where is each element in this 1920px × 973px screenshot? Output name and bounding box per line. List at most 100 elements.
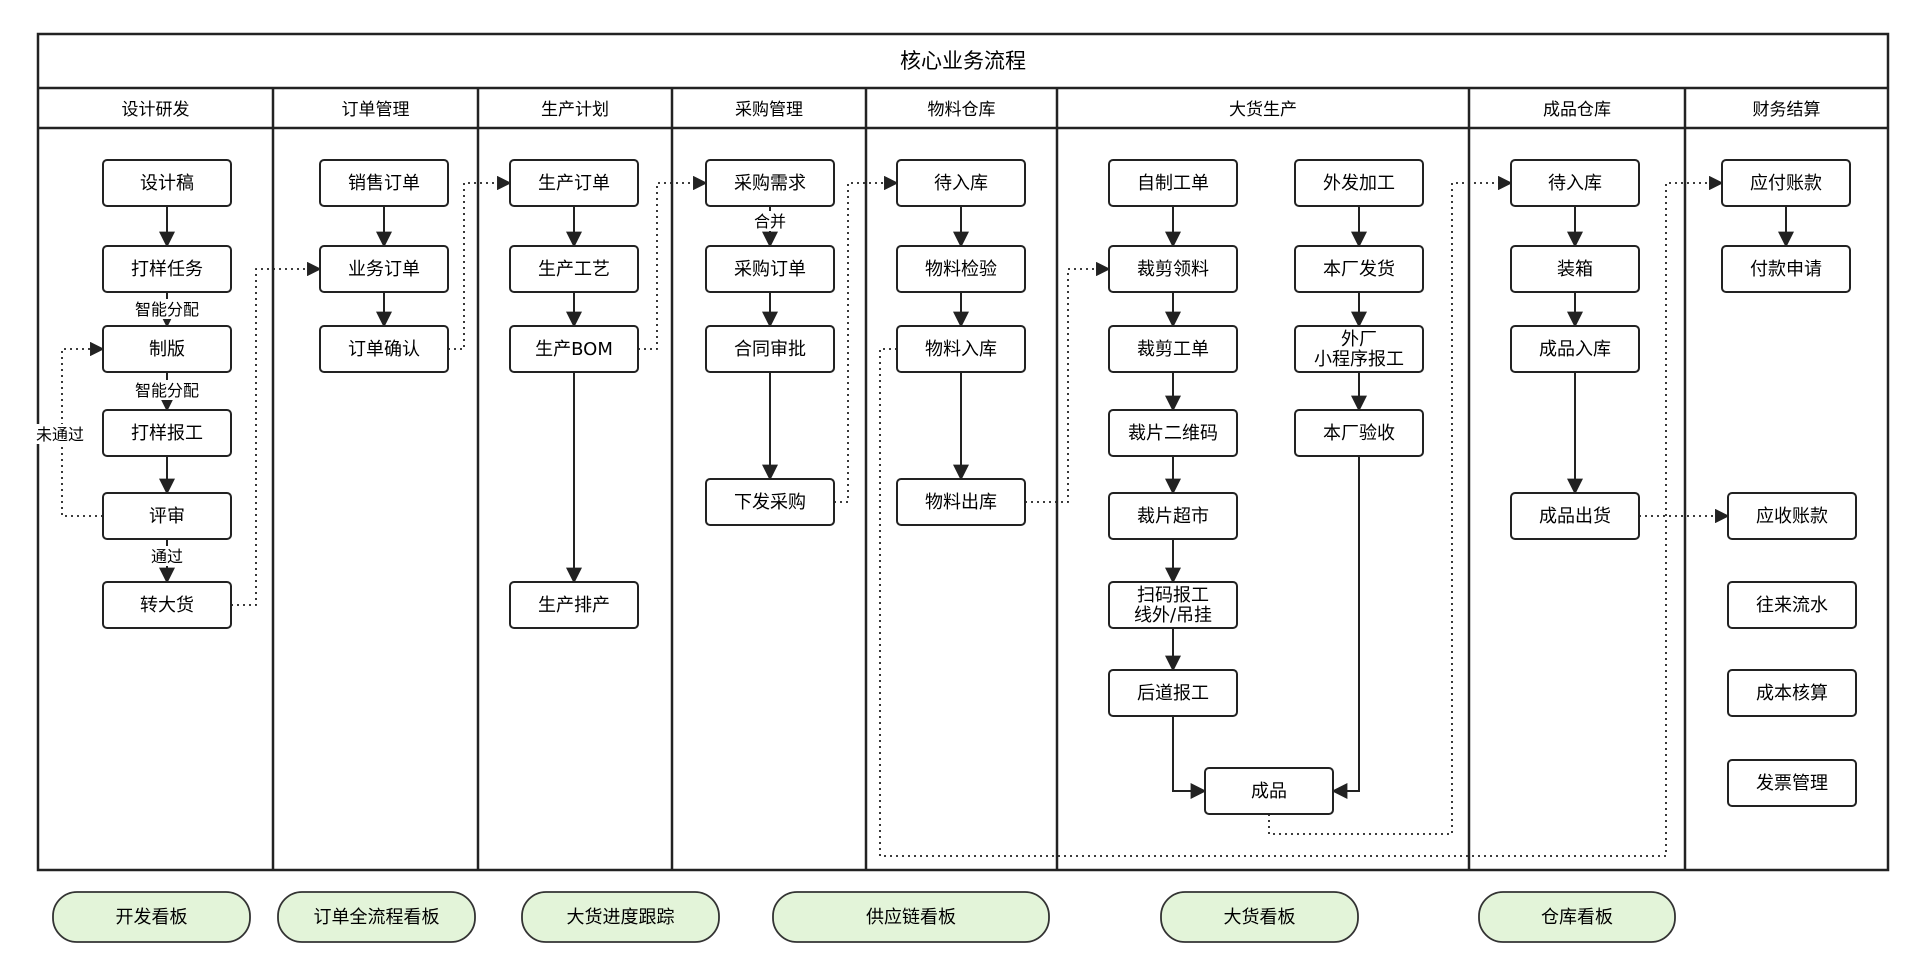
node-label: 发票管理 [1756, 773, 1828, 794]
lane-header-bulk: 大货生产 [1229, 100, 1297, 120]
dotted-connector [1268, 175, 1513, 835]
node-box [896, 159, 1026, 207]
flow-node-d1: 设计稿 [102, 159, 232, 207]
node-box [319, 325, 449, 373]
flow-node-d3: 制版 [102, 325, 232, 373]
lane-header-plan: 生产计划 [541, 100, 609, 120]
node-box [1727, 492, 1857, 540]
node-box [705, 245, 835, 293]
node-box [1108, 245, 1238, 293]
dashboard-bulk-button[interactable]: 大货看板 [1160, 891, 1359, 943]
dashboard-pill[interactable] [52, 891, 251, 943]
node-box [102, 159, 232, 207]
dashboard-label: 大货看板 [1224, 907, 1296, 928]
dashboard-label: 供应链看板 [866, 907, 956, 928]
flow-node-f1: 待入库 [1510, 159, 1640, 207]
dashboard-pill[interactable] [772, 891, 1050, 943]
node-box [102, 492, 232, 540]
node-box [1108, 492, 1238, 540]
node-label: 裁剪工单 [1137, 339, 1209, 360]
dashboard-pill[interactable] [1160, 891, 1359, 943]
node-box [1510, 245, 1640, 293]
node-label: 业务订单 [348, 259, 420, 280]
flow-node-d5: 评审 [102, 492, 232, 540]
node-box [705, 159, 835, 207]
node-box [705, 478, 835, 526]
node-label: 待入库 [934, 173, 988, 194]
node-box [1294, 325, 1424, 373]
node-label: 成品出货 [1539, 506, 1611, 527]
node-label: 物料检验 [925, 259, 997, 280]
flow-node-m1: 待入库 [896, 159, 1026, 207]
flow-node-d6: 转大货 [102, 581, 232, 629]
edge-label-passed: 通过 [151, 547, 183, 566]
node-box [896, 478, 1026, 526]
node-label: 转大货 [140, 595, 194, 616]
node-label: 后道报工 [1137, 683, 1209, 704]
node-box [896, 325, 1026, 373]
node-box [1294, 245, 1424, 293]
flow-node-m2: 物料检验 [896, 245, 1026, 293]
node-box [319, 245, 449, 293]
node-label: 裁剪领料 [1137, 259, 1209, 280]
node-box [1721, 159, 1851, 207]
flow-node-e1: 外发加工 [1294, 159, 1424, 207]
node-label: 生产工艺 [538, 259, 610, 280]
dashboard-warehouse-button[interactable]: 仓库看板 [1478, 891, 1676, 943]
flow-node-e2: 本厂发货 [1294, 245, 1424, 293]
dashboard-label: 订单全流程看板 [314, 907, 440, 928]
lane-header-material: 物料仓库 [928, 100, 996, 120]
flow-node-o2: 业务订单 [319, 245, 449, 293]
node-label: 成品 [1251, 781, 1287, 802]
flow-node-c2: 采购订单 [705, 245, 835, 293]
node-box [509, 325, 639, 373]
dashboard-pill[interactable] [1478, 891, 1676, 943]
flow-node-s3: 应收账款 [1727, 492, 1857, 540]
node-box [102, 245, 232, 293]
node-label: 采购需求 [734, 173, 806, 194]
node-box [1108, 669, 1238, 717]
flow-node-d4: 打样报工 [102, 409, 232, 457]
node-label: 自制工单 [1137, 173, 1209, 194]
flow-node-p4: 生产排产 [509, 581, 639, 629]
dashboard-supply-button[interactable]: 供应链看板 [772, 891, 1050, 943]
dashboard-progress-button[interactable]: 大货进度跟踪 [521, 891, 720, 943]
edge-label-bg [128, 380, 206, 400]
dashboard-pill[interactable] [521, 891, 720, 943]
node-label: 制版 [149, 339, 185, 360]
lane-header-finished: 成品仓库 [1543, 100, 1611, 120]
node-box [509, 245, 639, 293]
node-box [1510, 325, 1640, 373]
node-label: 打样报工 [131, 423, 203, 444]
flow-node-e4: 本厂验收 [1294, 409, 1424, 457]
dashboard-dev-button[interactable]: 开发看板 [52, 891, 251, 943]
node-label: 生产排产 [538, 595, 610, 616]
flow-node-p3: 生产BOM [509, 325, 639, 373]
node-box [1727, 669, 1857, 717]
node-box [1510, 492, 1640, 540]
flow-node-o3: 订单确认 [319, 325, 449, 373]
node-label: 合同审批 [734, 339, 806, 360]
node-box [102, 581, 232, 629]
node-box [102, 409, 232, 457]
dashboard-pill[interactable] [277, 891, 476, 943]
node-label: 待入库 [1548, 173, 1602, 194]
flow-node-f3: 成品入库 [1510, 325, 1640, 373]
node-label: 评审 [149, 506, 185, 527]
node-label: 付款申请 [1750, 259, 1822, 280]
node-box [1727, 759, 1857, 807]
dashboard-label: 仓库看板 [1541, 907, 1613, 928]
flow-node-m3: 物料入库 [896, 325, 1026, 373]
node-label: 裁片超市 [1137, 506, 1209, 527]
diagram-title: 核心业务流程 [900, 49, 1026, 73]
node-label: 物料入库 [925, 339, 997, 360]
node-box [1294, 159, 1424, 207]
flow-node-p1: 生产订单 [509, 159, 639, 207]
dashboard-order-button[interactable]: 订单全流程看板 [277, 891, 476, 943]
node-box [319, 159, 449, 207]
node-box [1108, 581, 1238, 629]
node-box [705, 325, 835, 373]
node-box [1108, 409, 1238, 457]
dashboard-label: 开发看板 [116, 907, 188, 928]
